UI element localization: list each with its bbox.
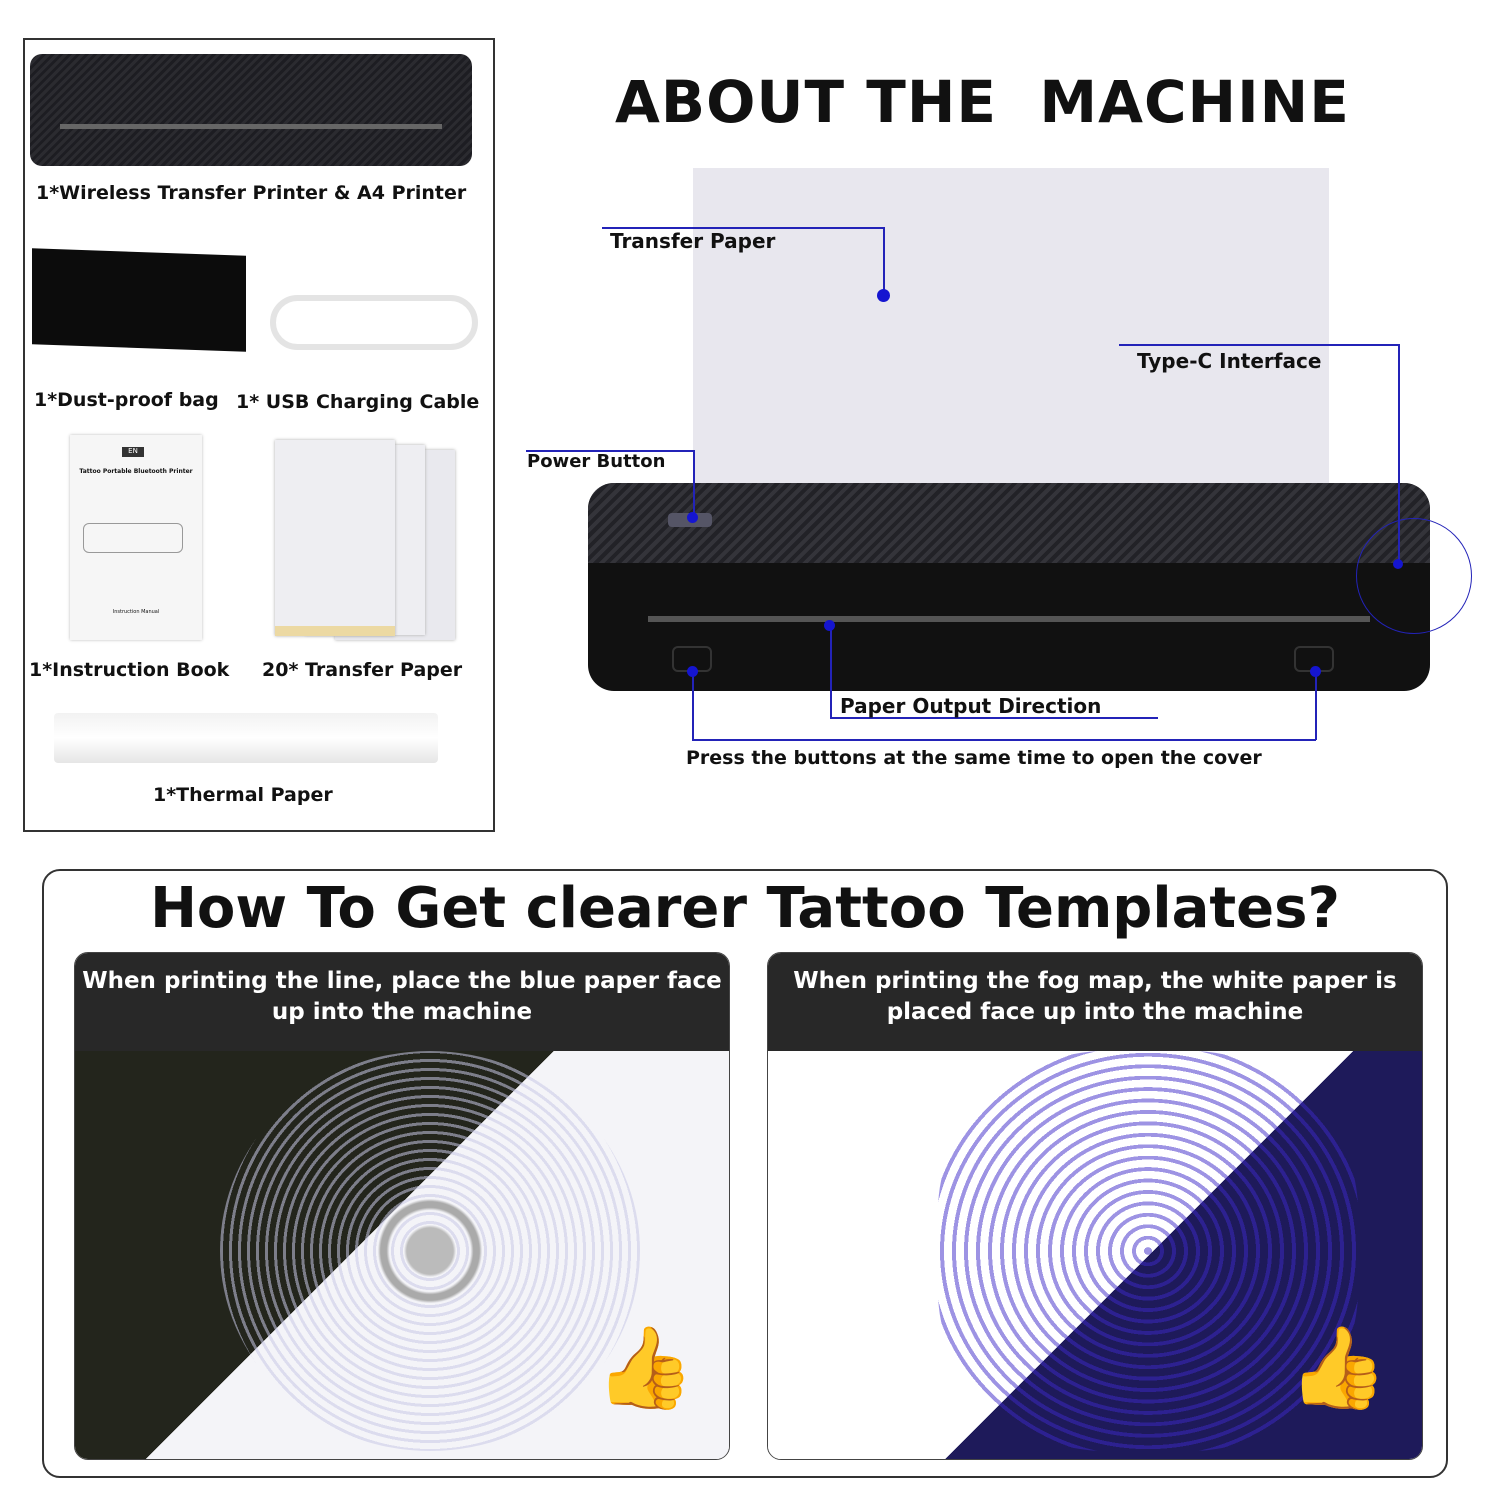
callout-buttons: Press the buttons at the same time to op… — [686, 747, 1262, 769]
transfer-paper-image — [693, 168, 1329, 490]
thermal-paper-roll — [54, 713, 438, 763]
callout-transfer-paper: Transfer Paper — [610, 229, 776, 253]
callout-output: Paper Output Direction — [840, 694, 1102, 718]
printer-image-large — [588, 483, 1430, 691]
machine-title: ABOUT THE MACHINE — [615, 68, 1350, 136]
book-lang: EN — [122, 447, 144, 457]
thumbs-up-icon: 👍 — [1288, 1321, 1388, 1414]
bag-label: 1*Dust-proof bag — [34, 389, 219, 411]
mandala-image — [220, 1051, 640, 1451]
usb-cable-image — [270, 295, 478, 350]
book-label: 1*Instruction Book — [29, 659, 230, 681]
package-contents-box — [23, 38, 495, 832]
thermal-label: 1*Thermal Paper — [153, 784, 333, 806]
tip-panel-line: When printing the line, place the blue p… — [74, 952, 730, 1460]
thumbs-up-icon: 👍 — [595, 1321, 695, 1414]
tips-title: How To Get clearer Tattoo Templates? — [150, 876, 1340, 941]
dust-bag-image — [32, 248, 246, 352]
printer-label: 1*Wireless Transfer Printer & A4 Printer — [36, 182, 467, 204]
callout-power: Power Button — [527, 451, 666, 472]
callout-type-c: Type-C Interface — [1137, 349, 1322, 373]
printer-image-small — [30, 54, 472, 166]
tip-fog-text: When printing the fog map, the white pap… — [768, 953, 1422, 1051]
cable-label: 1* USB Charging Cable — [236, 391, 480, 413]
transfer-label: 20* Transfer Paper — [262, 659, 463, 681]
tips-box — [42, 869, 1448, 1478]
tip-panel-fog: When printing the fog map, the white pap… — [767, 952, 1423, 1460]
tip-line-text: When printing the line, place the blue p… — [75, 953, 729, 1051]
instruction-book-image: EN Tattoo Portable Bluetooth Printer Ins… — [70, 435, 202, 640]
book-title: Tattoo Portable Bluetooth Printer — [79, 468, 193, 475]
transfer-paper-sheet — [275, 440, 395, 636]
book-subtitle: Instruction Manual — [112, 609, 160, 615]
dragon-image — [938, 1051, 1358, 1451]
type-c-highlight — [1356, 518, 1472, 634]
